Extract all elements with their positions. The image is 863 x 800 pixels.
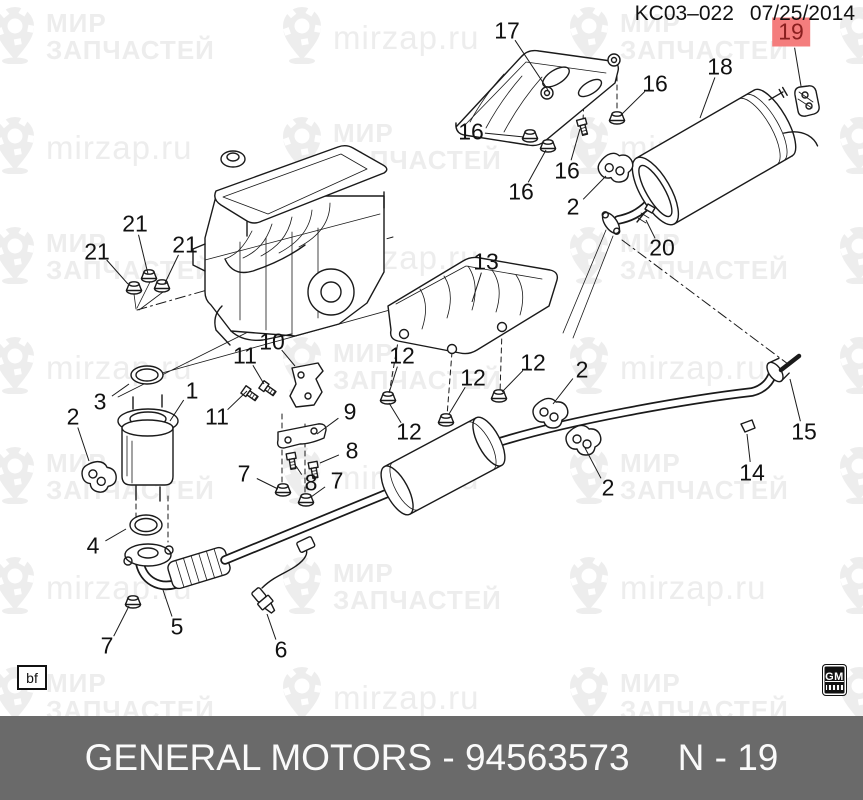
page-marker-text: bf xyxy=(26,669,38,686)
leader-line-15 xyxy=(789,378,801,422)
part-rear-hanger-bracket xyxy=(794,85,820,117)
leader-line-13 xyxy=(471,272,482,303)
part-gasket-lower xyxy=(129,514,163,536)
part-gasket-upper xyxy=(130,365,164,385)
part-heat-shield-rear xyxy=(455,49,621,147)
leader-line-2 xyxy=(582,175,607,200)
leader-line-12 xyxy=(448,387,466,415)
leader-line-12 xyxy=(501,370,524,393)
leader-line-9 xyxy=(316,417,339,435)
part-spring-bolt xyxy=(636,203,656,224)
leader-line-12 xyxy=(388,402,402,424)
leader-line-8 xyxy=(319,454,340,464)
leader-line-21 xyxy=(106,259,129,285)
leader-line-6 xyxy=(266,613,277,640)
part-oxygen-sensor xyxy=(251,536,316,614)
leader-line-12 xyxy=(388,366,398,394)
part-heat-shield-center xyxy=(387,256,559,355)
leader-line-21 xyxy=(164,254,179,284)
fasteners xyxy=(124,111,626,609)
leader-line-18 xyxy=(699,77,716,119)
part-center-pipe-resonator xyxy=(220,353,802,565)
leader-line-21 xyxy=(138,234,149,275)
document-code: KC03–022 07/25/2014 xyxy=(635,2,855,26)
part-muffler xyxy=(601,85,820,235)
leader-lines xyxy=(77,39,802,640)
leader-line-7 xyxy=(113,605,130,637)
part-tail-clip xyxy=(740,419,756,433)
leader-line-19 xyxy=(794,47,802,87)
doc-date-text: 07/25/2014 xyxy=(749,2,855,25)
part-bracket-lower xyxy=(276,423,327,449)
part-engine xyxy=(192,145,388,346)
gm-logo-text: GM xyxy=(825,670,844,683)
gm-logo-subtext xyxy=(826,684,843,690)
doc-code-text: KC03–022 xyxy=(634,2,734,25)
part-tailpipe-tip xyxy=(766,353,802,383)
leader-line-16 xyxy=(570,128,581,161)
leader-line-2 xyxy=(77,427,90,462)
leader-line-16 xyxy=(527,149,547,183)
leader-line-11 xyxy=(227,390,248,411)
footer-sheet-number: N - 19 xyxy=(677,737,779,778)
page-marker-box: bf xyxy=(17,665,47,690)
footer-bar: GENERAL MOTORS - 94563573 N - 19 xyxy=(0,716,863,800)
leader-line-16 xyxy=(619,91,646,117)
leader-line-11 xyxy=(252,365,265,385)
footer-title: GENERAL MOTORS - 94563573 xyxy=(84,737,630,778)
leader-line-8 xyxy=(295,465,303,475)
leader-line-17 xyxy=(514,39,549,91)
leader-line-3 xyxy=(111,383,130,397)
part-catalytic-converter xyxy=(117,394,179,502)
leader-line-14 xyxy=(746,433,751,462)
leader-line-1 xyxy=(169,399,185,422)
leader-line-2 xyxy=(584,447,602,479)
leader-line-10 xyxy=(281,349,296,367)
part-bracket-upper xyxy=(289,362,324,408)
part-front-pipe xyxy=(123,543,231,590)
leader-line-20 xyxy=(645,219,656,239)
exhaust-system-diagram xyxy=(77,39,820,640)
gm-logo: GM xyxy=(822,664,847,696)
leader-line-4 xyxy=(105,528,127,542)
leader-line-5 xyxy=(162,589,173,617)
leader-line-7 xyxy=(310,486,326,498)
leader-line-2 xyxy=(552,378,574,405)
leader-line-7 xyxy=(256,478,279,490)
leader-line-16 xyxy=(484,132,525,138)
